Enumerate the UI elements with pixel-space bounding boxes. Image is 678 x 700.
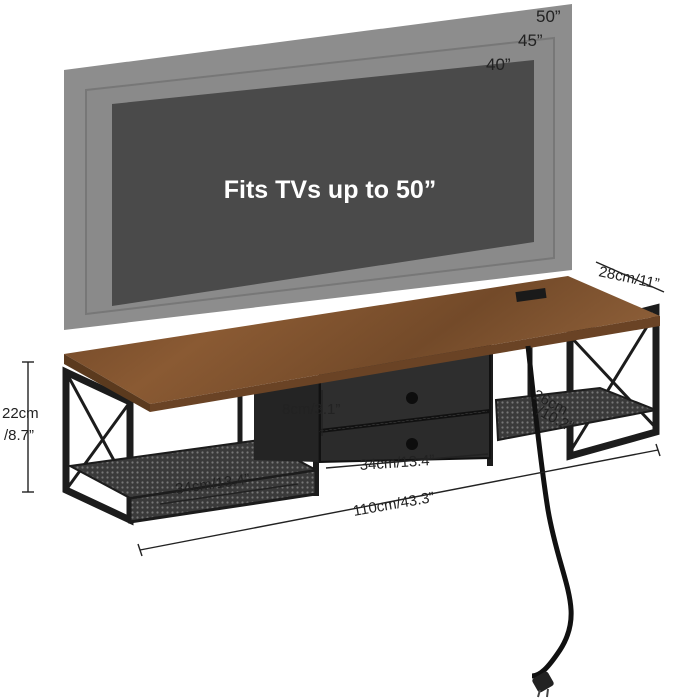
right-mesh-shelf: [494, 386, 660, 442]
tv-headline: Fits TVs up to 50”: [224, 176, 437, 204]
drawer-width-label: 34cm/13.4”: [359, 452, 435, 474]
tv-size-40: 40”: [486, 55, 511, 74]
height-label-in: /8.7”: [4, 427, 34, 444]
plug-icon: [532, 671, 554, 698]
dimension-lines: [22, 261, 665, 557]
wood-top: [64, 276, 660, 412]
drawer-height-label: 8cm/3.1”: [282, 401, 340, 418]
tv-screen-40: [112, 60, 534, 306]
drawer-cabinet: [254, 344, 491, 464]
total-width-label: 110cm/43.3”: [352, 489, 436, 520]
tv-size-50: 50”: [536, 7, 561, 26]
height-label-cm: 22cm: [2, 405, 39, 422]
power-cord: [525, 345, 574, 679]
drawer-knob-upper: [406, 392, 418, 404]
power-strip: [515, 287, 547, 303]
depth-label: 28cm/11”: [597, 263, 661, 292]
drawer-knob-lower: [406, 438, 418, 450]
tv-size-45: 45”: [518, 31, 543, 50]
